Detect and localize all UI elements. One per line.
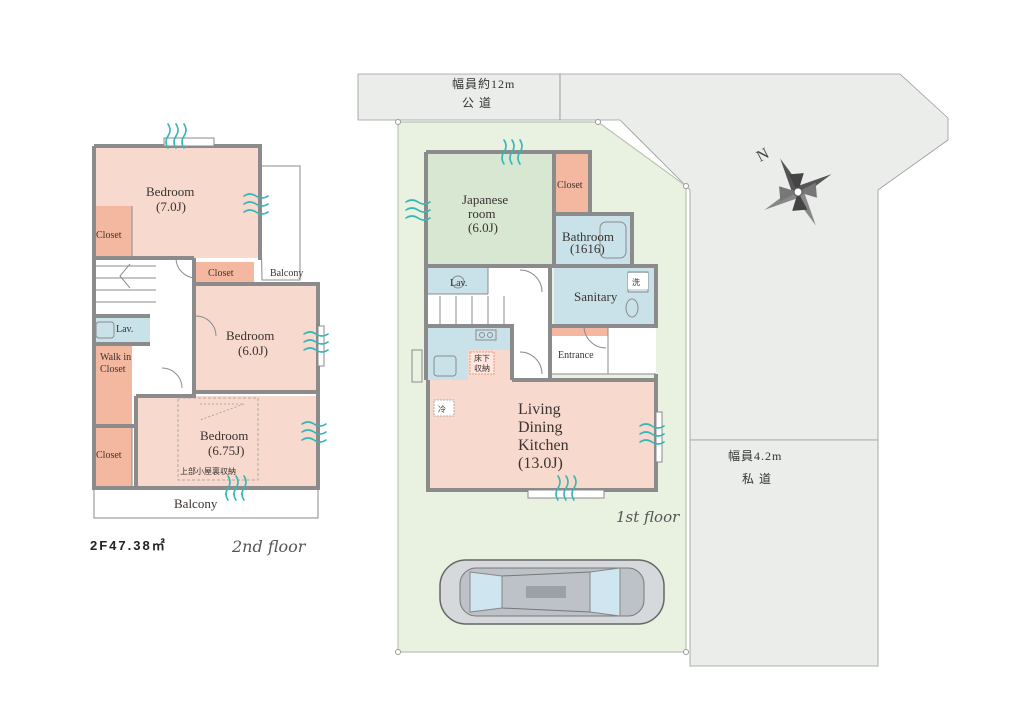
closet-2f-2 [196, 262, 254, 282]
ldk [428, 380, 656, 490]
underfloor-storage-1: 床下 [474, 353, 490, 363]
private-road-label: 私 道 [742, 472, 772, 486]
lav-2f-label: Lav. [116, 324, 133, 335]
underfloor-storage-2: 収納 [474, 363, 490, 373]
ldk-size: (13.0J) [518, 455, 563, 472]
closet-2f-3-label: Closet [96, 450, 122, 461]
japanese-room-label-2: room [468, 206, 495, 221]
balcony-bottom-label: Balcony [174, 496, 218, 511]
balcony-bottom [93, 487, 319, 519]
walk-in-closet-label-2: Closet [100, 364, 126, 375]
closet-2f-1-label: Closet [96, 230, 122, 241]
entrance-label: Entrance [558, 350, 594, 361]
closet-1f-label: Closet [557, 180, 583, 191]
japanese-room-size: (6.0J) [468, 220, 498, 235]
closet-2f-2-label: Closet [208, 268, 234, 279]
fridge-mark: 冷 [438, 404, 446, 414]
balcony-top [259, 165, 301, 281]
compass-rose-icon [764, 158, 832, 226]
walk-in-closet [94, 344, 132, 424]
public-road-width: 幅員約12m [452, 76, 515, 91]
balcony-top-label: Balcony [270, 268, 303, 279]
bedroom-675j [136, 396, 318, 486]
public-road-label: 公 道 [462, 96, 492, 110]
floor1-caption: 1st floor [616, 508, 680, 526]
bathroom-label: Bathroom [562, 229, 614, 244]
bedroom-6j-label: Bedroom [226, 328, 274, 343]
walk-in-closet-label-1: Walk in [100, 352, 131, 363]
floor2-plan: Bedroom (7.0J) Closet Closet Balcony Bed… [90, 137, 325, 556]
ldk-label-3: Kitchen [518, 437, 569, 454]
floor2-area: 2F47.38㎡ [90, 538, 167, 553]
bathroom [554, 214, 632, 266]
floor1-plan: Japanese room (6.0J) Closet Bathroom (16… [411, 150, 680, 526]
ldk-label-1: Living [518, 401, 561, 418]
floor2-caption: 2nd floor [231, 537, 307, 556]
bedroom-6j [196, 284, 318, 392]
japanese-room-label-1: Japanese [462, 192, 508, 207]
bedroom-675j-label: Bedroom [200, 428, 248, 443]
private-road-width: 幅員4.2m [728, 448, 782, 463]
bedroom-6j-size: (6.0J) [238, 343, 268, 358]
washer-mark: 洗 [632, 277, 640, 287]
lav-1f-label: Lav. [450, 278, 467, 289]
lav-1f [426, 268, 488, 294]
car-icon [439, 559, 665, 625]
closet-1f [554, 152, 590, 212]
loft-storage-label: 上部小屋裏収納 [180, 466, 236, 476]
closet-2f-1 [94, 206, 132, 258]
bedroom-675j-size: (6.75J) [208, 443, 244, 458]
bathroom-size: (1616) [570, 241, 605, 256]
japanese-room [426, 152, 554, 266]
ldk-label-2: Dining [518, 419, 562, 436]
private-road [689, 439, 879, 667]
bedroom-7j-label: Bedroom [146, 184, 194, 199]
bedroom-7j-size: (7.0J) [156, 199, 186, 214]
sanitary-label: Sanitary [574, 289, 618, 304]
closet-2f-3 [94, 428, 132, 486]
ventilation-mark-icons-1f [405, 139, 665, 501]
ventilation-mark-icons-2f [165, 123, 329, 501]
